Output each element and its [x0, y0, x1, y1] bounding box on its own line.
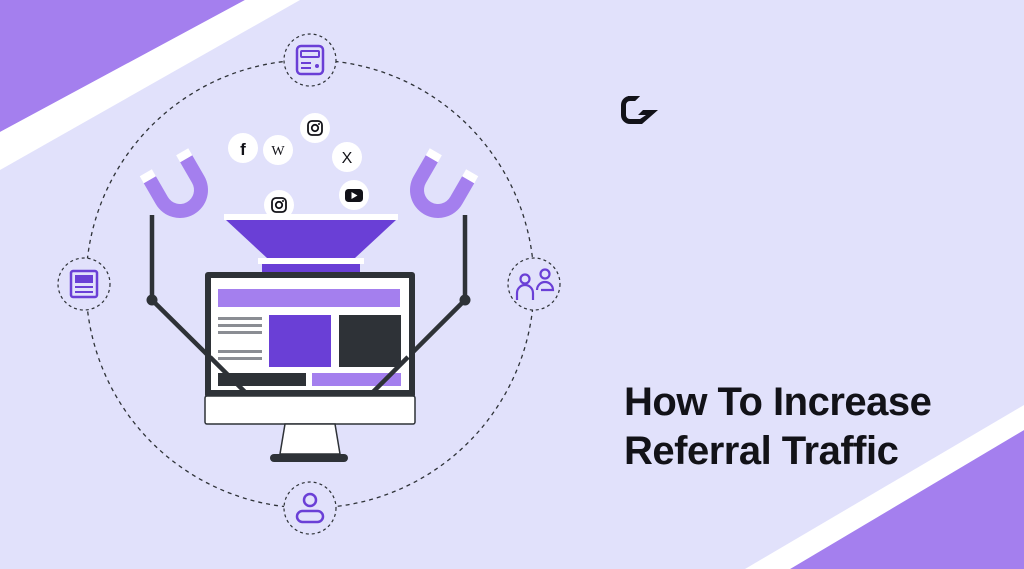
page-title: How To Increase Referral Traffic — [624, 378, 932, 476]
bottom-right-stripe — [745, 405, 1024, 569]
svg-text:f: f — [240, 140, 246, 159]
top-left-stripe — [0, 0, 300, 170]
right-magnet — [410, 148, 479, 218]
document-icon — [57, 257, 111, 311]
calculator-icon — [283, 33, 337, 87]
monitor — [204, 272, 416, 462]
facebook-icon: f — [228, 133, 258, 163]
svg-text:W: W — [271, 144, 285, 159]
wikipedia-icon: W — [263, 135, 293, 165]
g-logo-icon — [621, 96, 658, 124]
x-icon: X — [332, 142, 362, 172]
user-icon — [283, 481, 337, 535]
youtube-icon — [339, 180, 369, 210]
title-line-1: How To Increase — [624, 380, 932, 424]
users-icon — [507, 257, 561, 311]
title-line-2: Referral Traffic — [624, 429, 899, 473]
instagram-icon — [264, 190, 294, 220]
left-magnet — [139, 148, 208, 218]
svg-text:X: X — [342, 150, 353, 167]
funnel — [224, 214, 398, 272]
instagram-icon — [300, 113, 330, 143]
